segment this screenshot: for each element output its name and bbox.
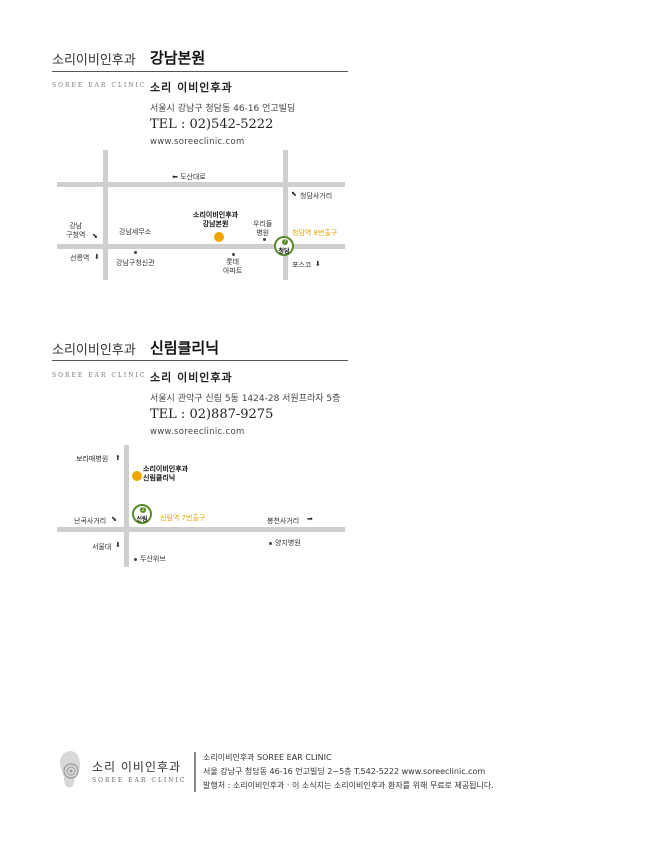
section-prefix: 소리이비인후과: [52, 53, 136, 68]
arrow-down-icon: ⬇: [115, 541, 121, 549]
road-dosan: [57, 182, 345, 187]
road-vertical: [124, 445, 129, 567]
brand-korean: 소리 이비인후과: [150, 371, 233, 384]
footer-logo-english: SOREE EAR CLINIC: [92, 777, 187, 784]
road-main: [57, 527, 345, 532]
footer-line-3: 발행처 : 소리이비인후과 · 이 소식지는 소리이비인후과 환자를 위해 무료…: [203, 781, 494, 790]
label-cheongdam-crossroad: 청담사거리: [300, 192, 333, 200]
location-dot: [232, 253, 235, 256]
arrow-down-icon: ⬇: [94, 253, 100, 261]
label-posco: 포스코: [292, 261, 312, 269]
website-link[interactable]: www.soreeclinic.com: [150, 137, 245, 147]
section-title: 신림클리닉: [150, 339, 220, 357]
title-divider: [52, 71, 348, 72]
label-bongcheon-crossroad: 봉천사거리: [267, 517, 300, 525]
label-gangnam-gucheong-station: 강남 구청역: [66, 222, 86, 239]
station-name: 신림: [136, 516, 148, 523]
location-dot: [134, 251, 137, 254]
footer-divider: [194, 752, 196, 792]
section-prefix: 소리이비인후과: [52, 343, 136, 358]
address: 서울시 강남구 청담동 46-16 언고빌딩: [150, 104, 296, 114]
label-gangnam-tax-office: 강남세무소: [119, 228, 152, 236]
location-dot: [269, 542, 272, 545]
arrow-icon: ⬊: [111, 515, 117, 523]
label-clinic-sillim: 소리이비인후과 신림클리닉: [143, 465, 189, 482]
label-yangji-hospital: 양지병원: [275, 539, 301, 547]
footer-logo-korean: 소리 이비인후과: [92, 760, 182, 774]
arrow-up-icon: ⬆: [115, 454, 121, 462]
label-boramae-hospital: 보라매병원: [76, 455, 109, 463]
telephone: TEL : 02)542-5222: [150, 117, 274, 132]
clinic-location-marker: [214, 232, 224, 242]
label-exit: 신림역 7번출구: [160, 514, 206, 522]
label-clinic-gangnam: 소리이비인후과 강남본원: [193, 211, 239, 228]
label-nangok-crossroad: 난곡사거리: [74, 517, 107, 525]
label-dosan-road: ⬅ 도산대로: [172, 173, 206, 181]
road-left: [103, 150, 108, 280]
label-seolleung-station: 선릉역: [70, 254, 90, 262]
website-link[interactable]: www.soreeclinic.com: [150, 427, 245, 437]
arrow-right-icon: ➡: [307, 515, 313, 523]
telephone: TEL : 02)887-9275: [150, 407, 274, 422]
subway-line-badge: 2: [140, 507, 146, 513]
arrow-icon: ⬉: [291, 190, 297, 198]
arrow-down-icon: ⬇: [315, 260, 321, 268]
brand-english: SOREE EAR CLINIC: [52, 372, 147, 379]
subway-station-icon: 7 청담: [274, 236, 294, 256]
brand-english: SOREE EAR CLINIC: [52, 82, 147, 89]
ear-logo-icon: [56, 749, 86, 789]
station-name: 청담: [278, 248, 290, 255]
label-lotte-apartment: 롯데 아파트: [223, 258, 243, 275]
road-right: [283, 150, 288, 280]
label-seoul-univ: 서울대: [92, 543, 112, 551]
subway-station-icon: 2 신림: [132, 504, 152, 524]
footer-line-1: 소리이비인후과 SOREE EAR CLINIC: [203, 753, 332, 762]
footer-line-2: 서울 강남구 청담동 46-16 언고빌딩 2~5층 T.542-5222 ww…: [203, 767, 486, 776]
address: 서울시 관악구 신림 5동 1424-28 서원프라자 5층: [150, 394, 341, 404]
label-exit: 청담역 8번출구: [292, 229, 338, 237]
label-woori-hospital: 우리들 병원: [253, 220, 273, 237]
clinic-location-marker: [132, 471, 142, 481]
label-gangnam-gucheong-annex: 강남구청신관: [116, 259, 155, 267]
brand-korean: 소리 이비인후과: [150, 81, 233, 94]
road-main: [57, 244, 345, 249]
location-dot: [263, 238, 266, 241]
location-dot: [134, 558, 137, 561]
arrow-icon: ⬊: [92, 232, 98, 240]
label-doosan-weave: 두산위브: [140, 555, 166, 563]
section-title: 강남본원: [150, 49, 206, 67]
subway-line-badge: 7: [282, 239, 288, 245]
title-divider: [52, 360, 348, 361]
